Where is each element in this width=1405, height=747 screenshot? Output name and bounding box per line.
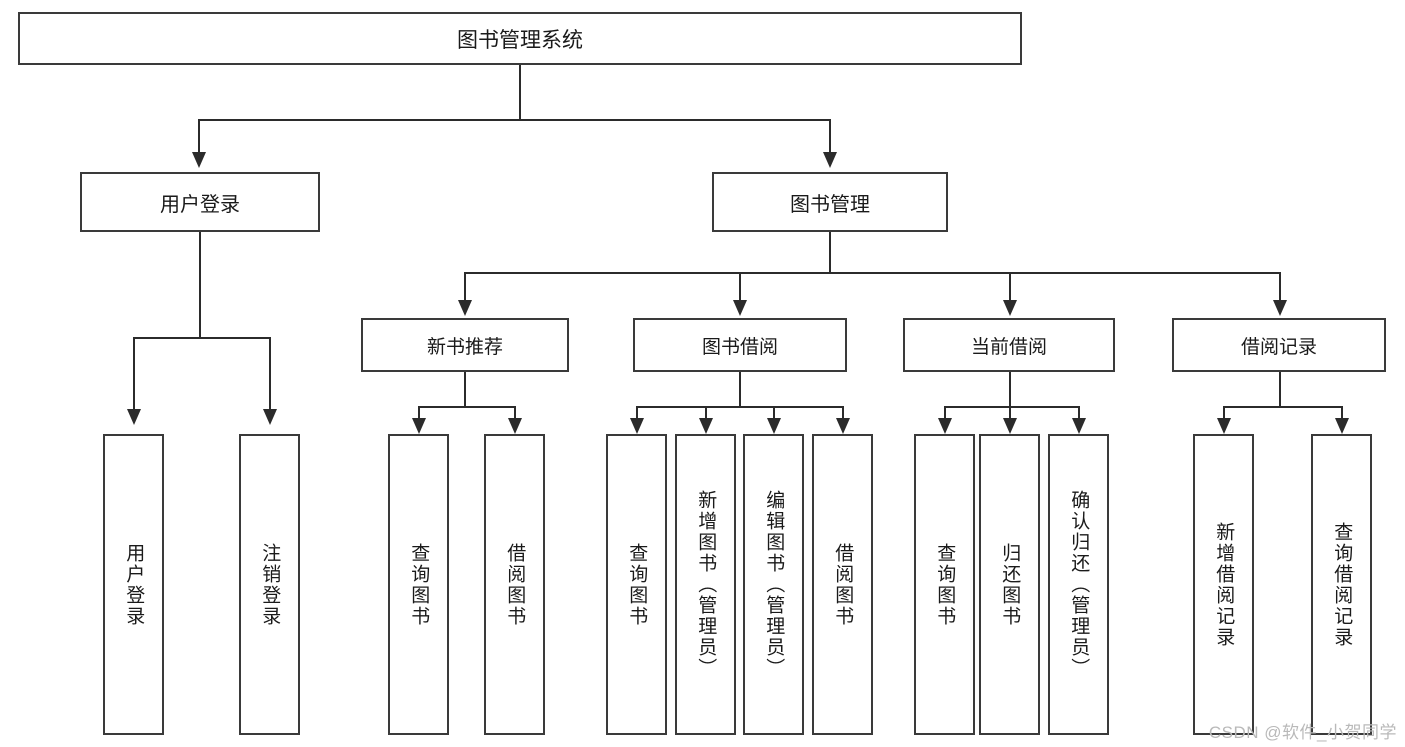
node-book-borrow-label: 图书借阅	[701, 336, 778, 358]
connector-root-to-bookmgmt	[829, 119, 831, 154]
node-book-management[interactable]: 图书管理	[712, 172, 948, 232]
arrow-root-to-bookmgmt	[823, 152, 837, 168]
arrow-bookmgmt-to-l3-1	[733, 300, 747, 316]
connector-currentborrow-to-leaf-2	[1078, 406, 1080, 420]
connector-login-stem	[199, 232, 201, 338]
connector-newbook-bus	[418, 406, 516, 408]
arrow-bookborrow-to-leaf-2	[767, 418, 781, 434]
leaf-new-book-1-label: 借阅图书	[504, 542, 526, 627]
arrow-borrowrecord-to-leaf-0	[1217, 418, 1231, 434]
node-root[interactable]: 图书管理系统	[18, 12, 1022, 65]
leaf-book-borrow-0-label: 查询图书	[626, 542, 648, 627]
connector-currentborrow-bus	[944, 406, 1080, 408]
node-current-borrow[interactable]: 当前借阅	[903, 318, 1115, 372]
connector-bookborrow-to-leaf-1	[705, 406, 707, 420]
connector-newbook-stem	[464, 372, 466, 408]
connector-login-to-leaf-0	[133, 337, 135, 411]
connector-root-to-login	[198, 119, 200, 154]
connector-bookborrow-to-leaf-2	[773, 406, 775, 420]
connector-login-bus	[133, 337, 269, 339]
leaf-user-login-1[interactable]: 注销登录	[239, 434, 300, 735]
connector-bookborrow-stem	[739, 372, 741, 408]
arrow-root-to-login	[192, 152, 206, 168]
connector-bookborrow-to-leaf-3	[842, 406, 844, 420]
arrow-login-to-leaf-0	[127, 409, 141, 425]
node-book-management-label: 图书管理	[790, 193, 870, 216]
connector-borrowrecord-stem	[1279, 372, 1281, 408]
node-new-book-recommend-label: 新书推荐	[426, 336, 503, 358]
connector-bookborrow-bus	[636, 406, 844, 408]
leaf-user-login-0[interactable]: 用户登录	[103, 434, 164, 735]
leaf-current-borrow-0-label: 查询图书	[934, 542, 956, 627]
watermark: CSDN @软件_小贺同学	[1208, 723, 1397, 742]
connector-bookmgmt-to-l3-3	[1279, 272, 1281, 302]
connector-currentborrow-to-leaf-0	[944, 406, 946, 420]
arrow-login-to-leaf-1	[263, 409, 277, 425]
arrow-bookmgmt-to-l3-2	[1003, 300, 1017, 316]
arrow-bookborrow-to-leaf-1	[699, 418, 713, 434]
leaf-current-borrow-1-label: 归还图书	[999, 542, 1021, 627]
node-borrow-record-label: 借阅记录	[1240, 336, 1317, 358]
arrow-bookmgmt-to-l3-0	[458, 300, 472, 316]
connector-bookborrow-to-leaf-0	[636, 406, 638, 420]
connector-root-stem	[519, 65, 521, 120]
leaf-current-borrow-0[interactable]: 查询图书	[914, 434, 975, 735]
node-borrow-record[interactable]: 借阅记录	[1172, 318, 1386, 372]
arrow-currentborrow-to-leaf-0	[938, 418, 952, 434]
leaf-book-borrow-3[interactable]: 借阅图书	[812, 434, 873, 735]
arrow-newbook-to-leaf-0	[412, 418, 426, 434]
leaf-new-book-0-label: 查询图书	[408, 542, 430, 627]
connector-bookmgmt-to-l3-0	[464, 272, 466, 302]
connector-borrowrecord-to-leaf-0	[1223, 406, 1225, 420]
connector-currentborrow-stem	[1009, 372, 1011, 408]
connector-borrowrecord-bus	[1223, 406, 1341, 408]
node-user-login[interactable]: 用户登录	[80, 172, 320, 232]
leaf-book-borrow-2-label: 编辑图书（管理员）	[763, 490, 785, 679]
connector-newbook-to-leaf-0	[418, 406, 420, 420]
leaf-user-login-0-label: 用户登录	[123, 542, 145, 627]
leaf-book-borrow-1[interactable]: 新增图书（管理员）	[675, 434, 736, 735]
leaf-current-borrow-2[interactable]: 确认归还（管理员）	[1048, 434, 1109, 735]
leaf-borrow-record-1-label: 查询借阅记录	[1331, 521, 1353, 648]
node-root-label: 图书管理系统	[457, 28, 583, 52]
node-new-book-recommend[interactable]: 新书推荐	[361, 318, 569, 372]
leaf-user-login-1-label: 注销登录	[259, 542, 281, 627]
node-book-borrow[interactable]: 图书借阅	[633, 318, 847, 372]
connector-newbook-to-leaf-1	[514, 406, 516, 420]
arrow-borrowrecord-to-leaf-1	[1335, 418, 1349, 434]
leaf-current-borrow-1[interactable]: 归还图书	[979, 434, 1040, 735]
leaf-new-book-1[interactable]: 借阅图书	[484, 434, 545, 735]
connector-bookmgmt-to-l3-1	[739, 272, 741, 302]
arrow-bookborrow-to-leaf-0	[630, 418, 644, 434]
connector-login-to-leaf-1	[269, 337, 271, 411]
node-current-borrow-label: 当前借阅	[970, 336, 1047, 358]
connector-currentborrow-to-leaf-1	[1009, 406, 1011, 420]
leaf-book-borrow-2[interactable]: 编辑图书（管理员）	[743, 434, 804, 735]
leaf-new-book-0[interactable]: 查询图书	[388, 434, 449, 735]
leaf-book-borrow-3-label: 借阅图书	[832, 542, 854, 627]
connector-bookmgmt-stem	[829, 232, 831, 274]
connector-borrowrecord-to-leaf-1	[1341, 406, 1343, 420]
leaf-current-borrow-2-label: 确认归还（管理员）	[1068, 490, 1090, 679]
arrow-bookborrow-to-leaf-3	[836, 418, 850, 434]
leaf-borrow-record-0[interactable]: 新增借阅记录	[1193, 434, 1254, 735]
leaf-book-borrow-0[interactable]: 查询图书	[606, 434, 667, 735]
leaf-book-borrow-1-label: 新增图书（管理员）	[695, 490, 717, 679]
connector-root-bus	[198, 119, 830, 121]
arrow-newbook-to-leaf-1	[508, 418, 522, 434]
arrow-bookmgmt-to-l3-3	[1273, 300, 1287, 316]
connector-bookmgmt-to-l3-2	[1009, 272, 1011, 302]
node-user-login-label: 用户登录	[160, 193, 240, 216]
leaf-borrow-record-1[interactable]: 查询借阅记录	[1311, 434, 1372, 735]
leaf-borrow-record-0-label: 新增借阅记录	[1213, 521, 1235, 648]
arrow-currentborrow-to-leaf-1	[1003, 418, 1017, 434]
arrow-currentborrow-to-leaf-2	[1072, 418, 1086, 434]
connector-bookmgmt-bus	[464, 272, 1281, 274]
